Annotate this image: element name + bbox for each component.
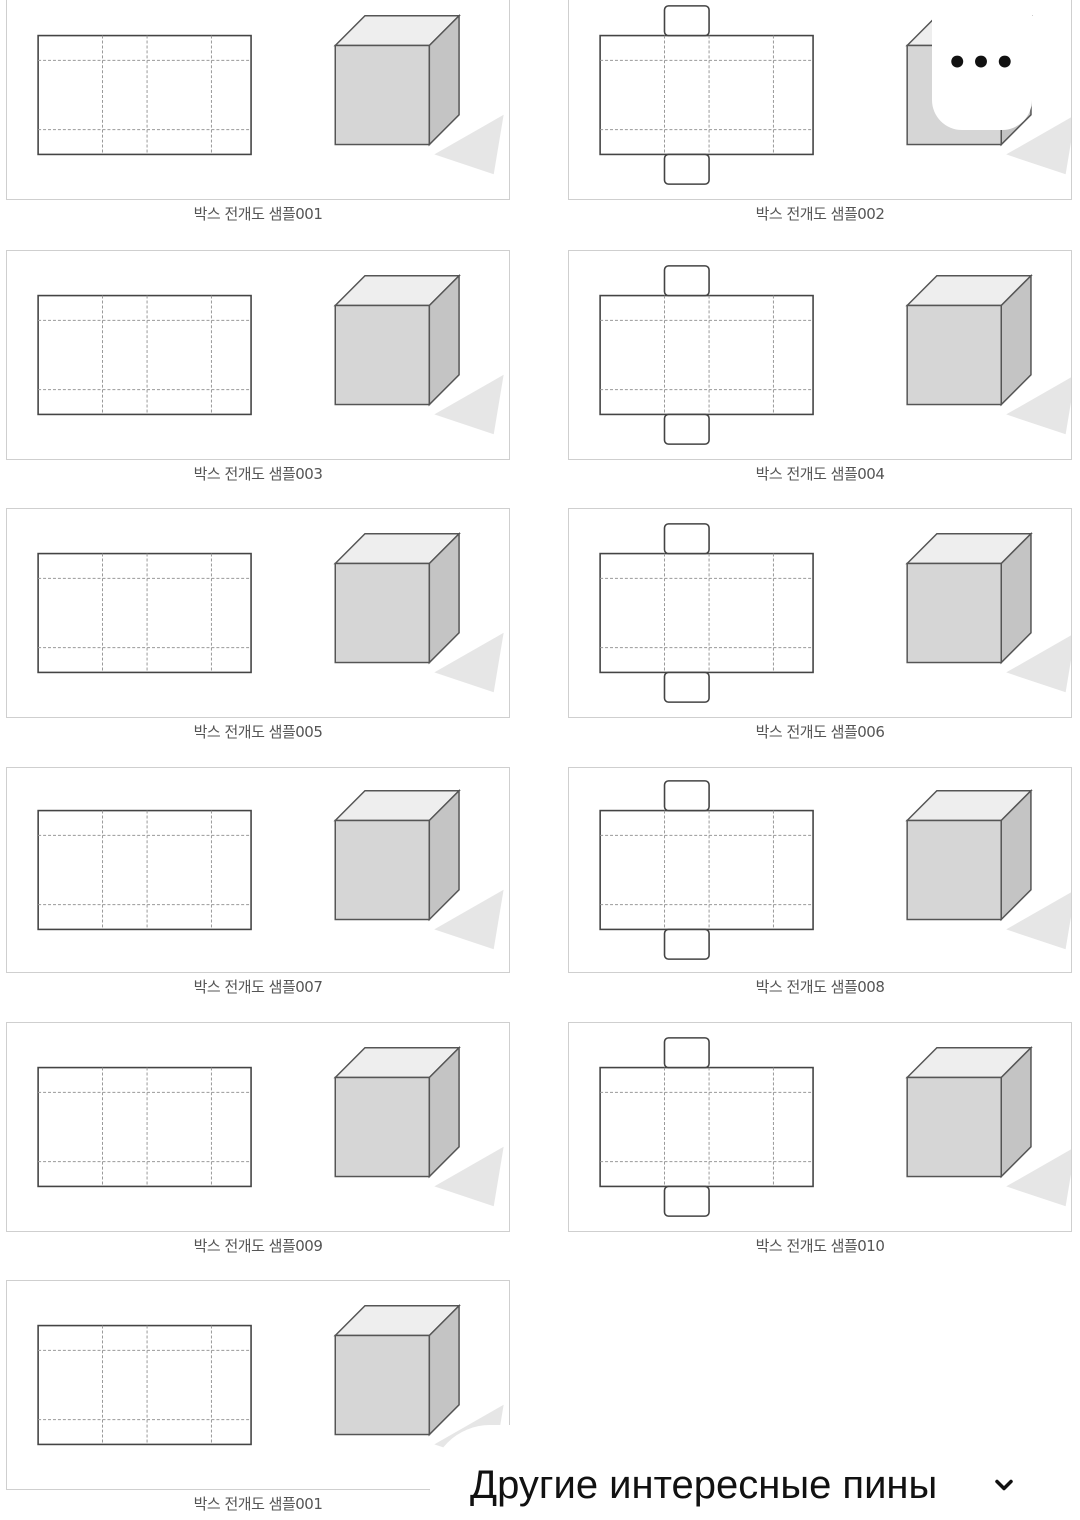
isometric-box (905, 1045, 1071, 1207)
dieline-net (37, 809, 252, 931)
box-template-panel (568, 1022, 1072, 1232)
box-template-panel (6, 767, 510, 973)
dieline-net (599, 780, 814, 960)
box-template-panel (568, 250, 1072, 460)
box-template-panel (568, 767, 1072, 973)
sample-caption: 박스 전개도 샘플009 (193, 1237, 323, 1255)
sample-caption: 박스 전개도 샘플003 (193, 465, 323, 483)
sample-caption: 박스 전개도 샘플001 (193, 205, 323, 223)
box-template-panel (568, 508, 1072, 718)
box-diagram (37, 273, 504, 435)
box-diagram (599, 780, 1071, 960)
isometric-box (905, 273, 1071, 435)
sample-caption: 박스 전개도 샘플004 (755, 465, 885, 483)
box-diagram (37, 531, 504, 693)
dieline-net (37, 1066, 252, 1188)
sample-caption: 박스 전개도 샘플001 (193, 1495, 323, 1513)
sample-caption: 박스 전개도 샘플007 (193, 978, 323, 996)
more-pins-bar[interactable]: Другие интересные пины (430, 1425, 1080, 1520)
dieline-net (599, 265, 814, 445)
isometric-box (333, 531, 504, 693)
sample-caption: 박스 전개도 샘플006 (755, 723, 885, 741)
sample-caption: 박스 전개도 샘플008 (755, 978, 885, 996)
box-diagram (37, 788, 504, 950)
sample-caption: 박스 전개도 샘플005 (193, 723, 323, 741)
box-diagram (37, 13, 504, 175)
box-diagram (37, 1045, 504, 1207)
dieline-net (37, 1324, 252, 1446)
dieline-net (37, 34, 252, 156)
box-template-panel (6, 0, 510, 200)
dieline-net (599, 1037, 814, 1217)
box-diagram (599, 265, 1071, 445)
sample-caption: 박스 전개도 샘플002 (755, 205, 885, 223)
more-pins-label: Другие интересные пины (470, 1463, 938, 1507)
box-template-panel (6, 1280, 510, 1490)
isometric-box (333, 273, 504, 435)
box-diagram (599, 1037, 1071, 1217)
box-template-panel (6, 508, 510, 718)
isometric-box (333, 13, 504, 175)
box-diagram (599, 523, 1071, 703)
box-template-panel (6, 250, 510, 460)
isometric-box (905, 531, 1071, 693)
isometric-box (333, 1045, 504, 1207)
more-options-button[interactable]: ••• (932, 0, 1032, 130)
sample-caption: 박스 전개도 샘플010 (755, 1237, 885, 1255)
chevron-down-icon[interactable] (990, 1471, 1018, 1499)
dieline-net (37, 294, 252, 416)
dieline-net (599, 523, 814, 703)
dieline-net (599, 5, 814, 185)
box-template-panel (6, 1022, 510, 1232)
dieline-net (37, 552, 252, 674)
box-diagram (37, 1303, 504, 1465)
isometric-box (905, 788, 1071, 950)
isometric-box (333, 788, 504, 950)
more-icon: ••• (946, 43, 1018, 83)
